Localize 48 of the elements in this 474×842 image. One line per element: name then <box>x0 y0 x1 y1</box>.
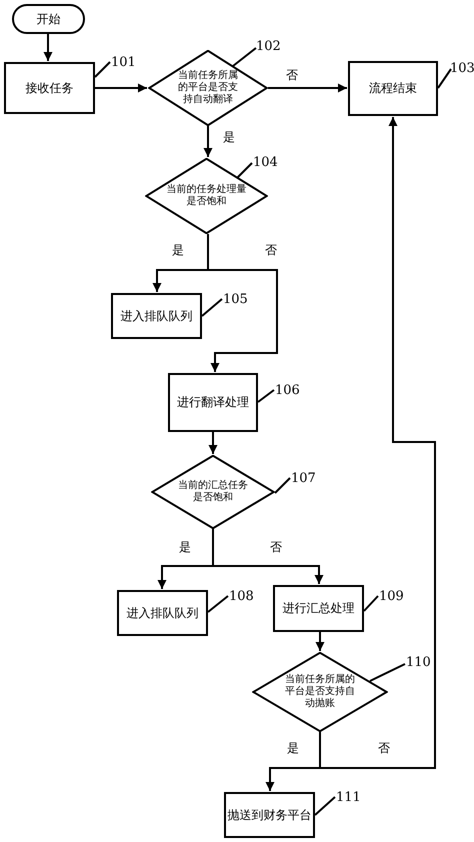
leader-line <box>437 68 452 89</box>
callout-number: 108 <box>229 588 257 604</box>
callout-number: 104 <box>253 154 281 170</box>
leader-line <box>274 477 291 494</box>
process-box: 进入排队队列 <box>117 590 208 636</box>
edge-label: 否 <box>264 243 278 257</box>
callout-number: 111 <box>336 789 364 805</box>
leader-line <box>257 389 275 403</box>
process-box: 流程结束 <box>348 61 438 116</box>
arrow <box>207 234 278 372</box>
edge-label: 是 <box>178 540 192 554</box>
leader-line <box>201 298 223 317</box>
leader-line <box>314 796 336 816</box>
callout-number: 103 <box>450 60 474 76</box>
arrow <box>95 84 147 92</box>
callout-number: 105 <box>223 291 251 307</box>
callout-number: 107 <box>291 470 319 486</box>
arrow <box>316 632 324 651</box>
callout-number: 109 <box>379 588 407 604</box>
arrow <box>319 117 436 769</box>
process-box: 抛送到财务平台 <box>224 792 315 838</box>
start-terminal: 开始 <box>12 4 85 34</box>
process-box: 接收任务 <box>4 62 95 114</box>
callout-number: 101 <box>111 54 139 70</box>
edge-label: 是 <box>286 741 300 755</box>
callout-number: 110 <box>406 654 434 670</box>
edge-label: 是 <box>171 243 185 257</box>
edge-label: 否 <box>269 540 283 554</box>
leader-line <box>232 47 257 67</box>
leader-line <box>370 663 406 682</box>
arrow <box>204 126 212 157</box>
arrow <box>44 34 52 61</box>
leader-line <box>94 61 111 78</box>
process-box: 进行汇总处理 <box>273 585 364 632</box>
edge-label: 是 <box>222 130 236 144</box>
arrow <box>208 432 218 454</box>
process-box: 进入排队队列 <box>111 293 202 339</box>
edge-label: 否 <box>285 68 299 82</box>
decision-diamond: 当前任务所属的平台是否支持自动抛账 <box>252 652 388 732</box>
leader-line <box>236 162 253 179</box>
leader-line <box>363 595 379 612</box>
edge-label: 否 <box>377 741 391 755</box>
process-box: 进行翻译处理 <box>168 373 258 432</box>
decision-diamond: 当前的汇总任务是否饱和 <box>151 455 275 529</box>
leader-line <box>207 595 229 613</box>
arrow <box>268 84 347 92</box>
decision-diamond: 当前任务所属的平台是否支持自动翻译 <box>148 50 268 126</box>
callout-number: 106 <box>275 382 303 398</box>
